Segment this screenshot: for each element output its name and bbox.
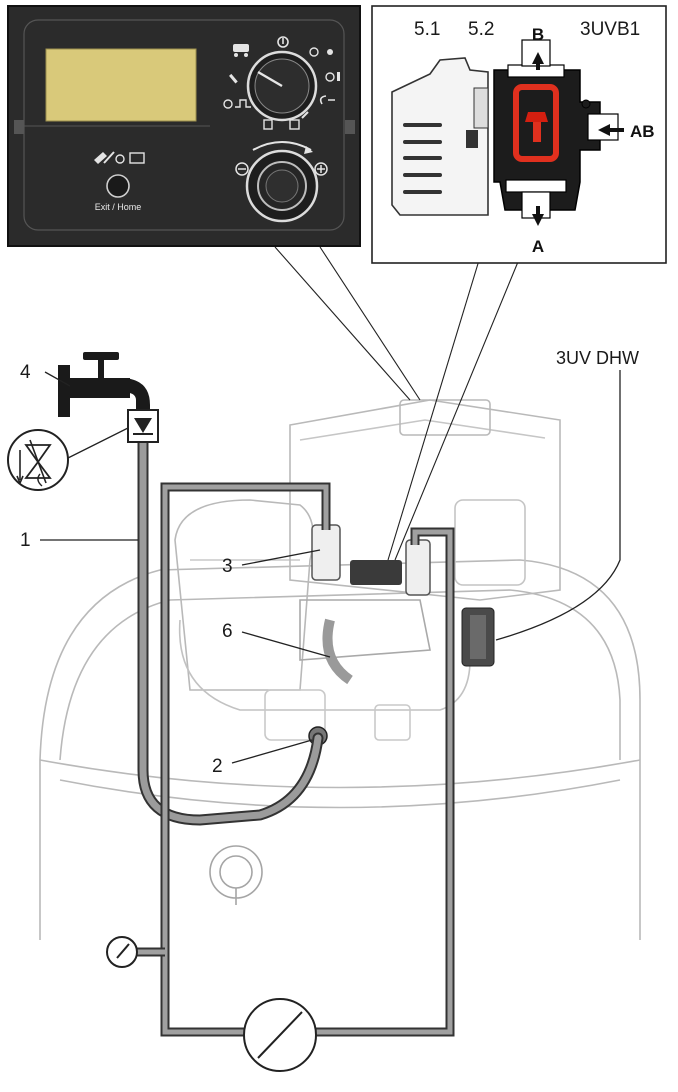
flow-direction-icon	[127, 409, 159, 443]
callout-2: 2	[212, 756, 223, 777]
valve-inset: B A AB 5.1 5.2 3UVB1	[371, 5, 667, 264]
adjustment-knob[interactable]	[245, 141, 319, 223]
callout-6: 6	[222, 621, 233, 642]
circuit-piping	[137, 482, 455, 1037]
control-panel: Exit / Home	[7, 5, 361, 247]
backflow-preventer-icon	[7, 429, 69, 491]
display-screen	[45, 48, 197, 122]
hose-1	[137, 436, 324, 826]
valve-assembly	[308, 524, 495, 746]
pressure-gauge-icon	[106, 936, 138, 968]
minus-icon	[235, 162, 249, 176]
port-b-label: B	[532, 25, 544, 44]
appliance-body	[39, 399, 641, 940]
pump-icon	[243, 998, 317, 1072]
valve-3uvb1-label: 3UVB1	[580, 19, 640, 40]
port-arrows	[532, 52, 624, 226]
leader-lines	[40, 37, 621, 764]
mode-selector-knob[interactable]	[246, 50, 318, 122]
callout-1: 1	[20, 530, 31, 551]
actuator-module	[391, 57, 489, 216]
callout-3uv-dhw: 3UV DHW	[556, 348, 639, 368]
callout-4: 4	[20, 362, 31, 383]
callouts: 4 1 3 6 2 3UV DHW	[20, 348, 639, 777]
callout-3: 3	[222, 556, 233, 577]
module-51-label: 5.1	[414, 19, 440, 40]
port-a-label: A	[532, 237, 544, 256]
mode-icons	[223, 36, 340, 130]
port-ab-label: AB	[630, 122, 655, 141]
exit-home-icons	[94, 151, 145, 164]
plus-icon	[314, 162, 328, 176]
exit-home-button[interactable]	[106, 174, 130, 198]
three-way-valve	[493, 39, 619, 219]
module-52-label: 5.2	[468, 19, 494, 40]
exit-home-label: Exit / Home	[95, 202, 142, 212]
tap-icon	[58, 352, 150, 417]
